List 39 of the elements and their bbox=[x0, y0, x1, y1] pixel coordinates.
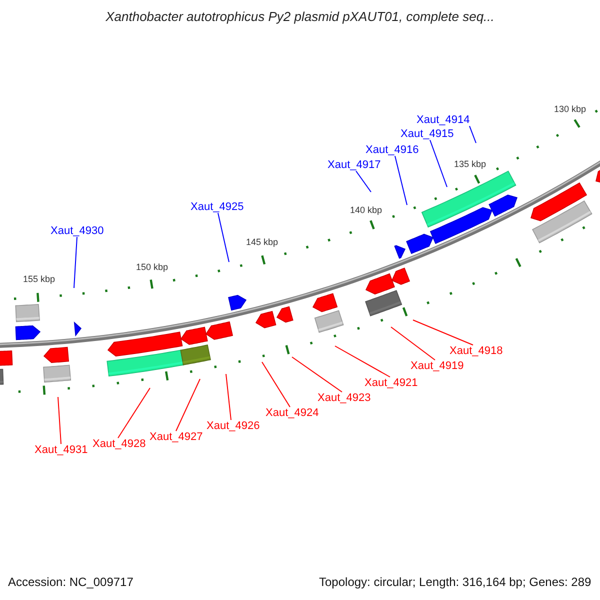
gene-label: Xaut_4921 bbox=[364, 377, 418, 390]
leader-line bbox=[430, 140, 448, 188]
leader-line bbox=[334, 346, 390, 378]
gene-label: Xaut_4917 bbox=[328, 159, 381, 172]
gene-label: Xaut_4928 bbox=[92, 438, 146, 450]
leader-line bbox=[74, 236, 78, 288]
footer-info-text: Topology: circular; Length: 316,164 bp; Genes: 289 bbox=[319, 576, 592, 589]
scale-label: 150 kbp bbox=[136, 263, 168, 273]
title: Xanthobacter autotrophicus Py2 plasmid pXAUT01, complete seq... bbox=[104, 10, 496, 24]
leader-line bbox=[412, 320, 474, 346]
leader-line bbox=[118, 388, 150, 438]
leader-line bbox=[176, 378, 200, 432]
scale-label: 135 kbp bbox=[454, 160, 486, 170]
leader-line bbox=[394, 156, 408, 206]
scale-label: 130 kbp bbox=[554, 105, 586, 115]
accession-text: Accession: NC_009717 bbox=[8, 576, 134, 589]
scale-label: 140 kbp bbox=[350, 206, 382, 216]
gene-label: Xaut_4926 bbox=[206, 420, 260, 432]
leader-line bbox=[262, 362, 290, 408]
leader-line bbox=[469, 126, 476, 144]
gene-label: Xaut_4916 bbox=[366, 144, 419, 156]
gene-label: Xaut_4930 bbox=[50, 225, 104, 238]
gene-label: Xaut_4925 bbox=[190, 201, 244, 214]
leader-line bbox=[292, 356, 342, 392]
leader-line bbox=[58, 396, 62, 444]
gene-label: Xaut_4931 bbox=[34, 444, 88, 456]
gene-label: Xaut_4923 bbox=[318, 392, 371, 404]
gene-label: Xaut_4919 bbox=[410, 360, 464, 372]
gene-label: Xaut_4915 bbox=[400, 128, 454, 140]
gene-label: Xaut_4914 bbox=[416, 114, 470, 126]
scale-label: 145 kbp bbox=[246, 238, 278, 248]
leader-line bbox=[390, 326, 436, 360]
scale-label: 155 kbp bbox=[23, 275, 56, 285]
gene-label: Xaut_4927 bbox=[150, 431, 203, 444]
leader-line bbox=[226, 374, 232, 420]
gene-label: Xaut_4924 bbox=[266, 407, 319, 420]
leader-line bbox=[218, 212, 230, 262]
leader-line bbox=[356, 170, 372, 192]
gene-label: Xaut_4918 bbox=[450, 345, 503, 358]
